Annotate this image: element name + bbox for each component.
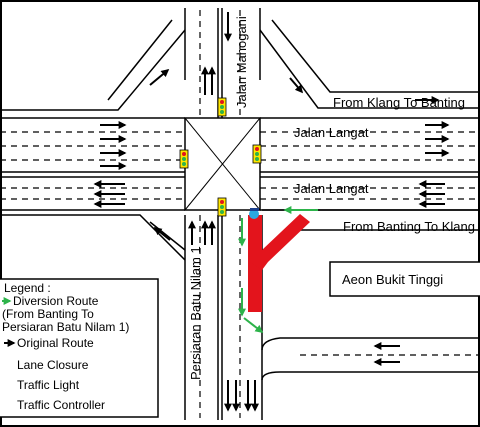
legend-item-lane-closure: Lane Closure [17,358,89,372]
original-route-arrows [93,12,450,412]
landmark-box: Aeon Bukit Tinggi [329,261,480,297]
traffic-lights [179,97,262,217]
traffic-light-icon [217,197,227,217]
legend-item-original: Original Route [17,336,94,350]
lane-closure [248,214,310,312]
traffic-light-icon [217,97,227,117]
legend-item-diversion: Diversion Route [13,294,99,308]
diversion-route [238,206,318,333]
traffic-controller-icon [249,208,259,219]
legend-title: Legend : [4,281,51,295]
legend-item-diversion-line3: Persiaran Batu Nilam 1) [2,320,129,334]
landmark-label: Aeon Bukit Tinggi [342,272,443,287]
legend-item-traffic-controller: Traffic Controller [17,398,105,412]
road-label-west-top: Jalan Langat [294,125,369,140]
road-label-west-bottom: Jalan Langat [294,181,369,196]
lane-markings [0,10,480,418]
traffic-light-icon [179,149,189,169]
junction-box [184,117,261,211]
road-label-north: Jalan Mahogani [234,16,249,108]
legend: Legend : Diversion Route (From Banting T… [0,278,159,418]
road-label-south: Persiaran Batu Nilam 1 [188,246,203,380]
direction-label-klang-banting: From Klang To Banting [333,95,465,110]
legend-item-traffic-light: Traffic Light [17,378,80,392]
legend-item-diversion-line2: (From Banting To [2,307,94,321]
direction-label-banting-klang: From Banting To Klang [343,219,475,234]
traffic-light-icon [252,144,262,164]
